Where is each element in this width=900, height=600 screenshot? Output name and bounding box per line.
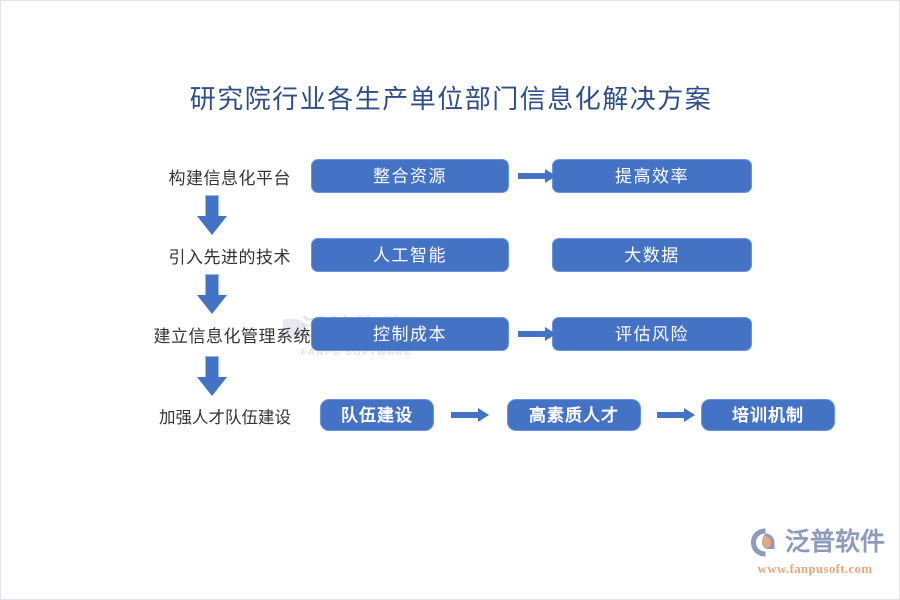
flow-down-arrow-1 <box>197 195 227 235</box>
row-2-label: 引入先进的技术 <box>168 248 291 267</box>
flow-row-1: 构建信息化平台 整合资源 提高效率 <box>1 157 899 201</box>
arrow-head <box>197 216 227 235</box>
page-title: 研究院行业各生产单位部门信息化解决方案 <box>189 85 713 114</box>
logo-url: www.fanpusoft.com <box>757 561 873 576</box>
arrow-head <box>545 169 556 183</box>
flow-row-2: 引入先进的技术 人工智能 大数据 <box>1 236 899 280</box>
flow-row-4: 加强人才队伍建设 队伍建设 高素质人才 培训机制 <box>1 396 899 440</box>
arrow-head <box>197 377 227 396</box>
arrow-head <box>545 327 556 341</box>
arrow-head <box>478 408 489 422</box>
arrow-shaft <box>451 412 479 418</box>
row-3-label: 建立信息化管理系统 <box>153 327 311 346</box>
row-4-box-1[interactable]: 队伍建设 <box>320 399 434 431</box>
row-2-box-2[interactable]: 大数据 <box>552 238 752 272</box>
logo-row: 泛普软件 <box>749 525 885 559</box>
row-3-box-1[interactable]: 控制成本 <box>311 317 509 351</box>
flow-row-3: 建立信息化管理系统 控制成本 评估风险 <box>1 315 899 359</box>
arrow-shaft <box>657 412 685 418</box>
row-4-box-2[interactable]: 高素质人才 <box>507 399 641 431</box>
fanpu-logo-icon <box>749 527 782 558</box>
arrow-shaft <box>205 195 219 217</box>
flow-down-arrow-3 <box>197 356 227 396</box>
row-1-arrow-1 <box>518 169 556 183</box>
row-4-arrow-1 <box>451 408 489 422</box>
row-1-label: 构建信息化平台 <box>168 169 291 188</box>
row-4-box-3[interactable]: 培训机制 <box>701 399 835 431</box>
arrow-head <box>197 295 227 314</box>
row-3-box-2[interactable]: 评估风险 <box>552 317 752 351</box>
row-3-arrow-1 <box>518 327 556 341</box>
arrow-shaft <box>205 274 219 296</box>
row-4-label: 加强人才队伍建设 <box>159 409 291 427</box>
logo-text: 泛普软件 <box>785 527 886 556</box>
arrow-head <box>684 408 695 422</box>
brand-logo: 泛普软件 www.fanpusoft.com <box>749 525 885 581</box>
row-1-box-1[interactable]: 整合资源 <box>311 159 509 193</box>
arrow-shaft <box>518 331 546 337</box>
row-1-box-2[interactable]: 提高效率 <box>552 159 752 193</box>
row-2-box-1[interactable]: 人工智能 <box>311 238 509 272</box>
row-4-arrow-2 <box>657 408 695 422</box>
arrow-shaft <box>518 173 546 179</box>
flow-down-arrow-2 <box>197 274 227 314</box>
arrow-shaft <box>205 356 219 378</box>
